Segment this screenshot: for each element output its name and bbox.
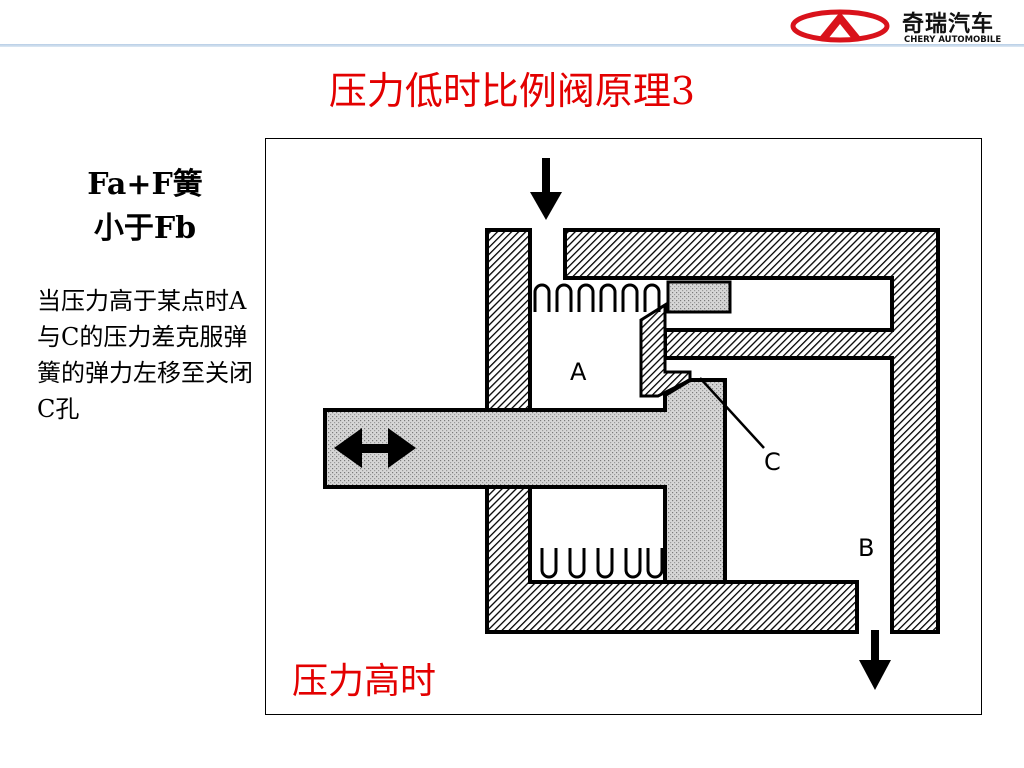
label-c: C — [764, 448, 781, 476]
double-arrow-icon — [334, 428, 416, 468]
chery-logo: 奇瑞汽车 CHERY AUTOMOBILE — [788, 6, 1018, 50]
header-rule — [0, 44, 1024, 47]
force-relation: Fa+F簧 小于Fb — [60, 163, 230, 251]
force-line-2: 小于Fb — [93, 211, 197, 246]
logo-english-text: CHERY AUTOMOBILE — [904, 35, 1002, 45]
description-text: 当压力高于某点时A与C的压力差克服弹簧的弹力左移至关闭C孔 — [37, 287, 253, 423]
piston-rod — [323, 378, 727, 584]
upper-piston-plate — [639, 302, 692, 398]
upper-spring — [533, 283, 661, 312]
chery-emblem-icon — [790, 9, 890, 43]
inlet-arrow-icon — [530, 158, 562, 220]
c-pointer-line — [699, 377, 765, 449]
label-b: B — [858, 534, 874, 562]
lower-spring — [540, 548, 664, 579]
label-a: A — [570, 358, 587, 386]
slide-title: 压力低时比例阀原理3 — [328, 69, 696, 113]
diagram-frame — [265, 138, 982, 715]
force-line-1: Fa+F簧 — [87, 167, 203, 202]
outlet-arrow-icon — [859, 630, 891, 690]
spring-seat-block — [666, 280, 732, 314]
logo-chinese-text: 奇瑞汽车 — [902, 12, 995, 37]
diagram-caption: 压力高时 — [292, 661, 437, 702]
